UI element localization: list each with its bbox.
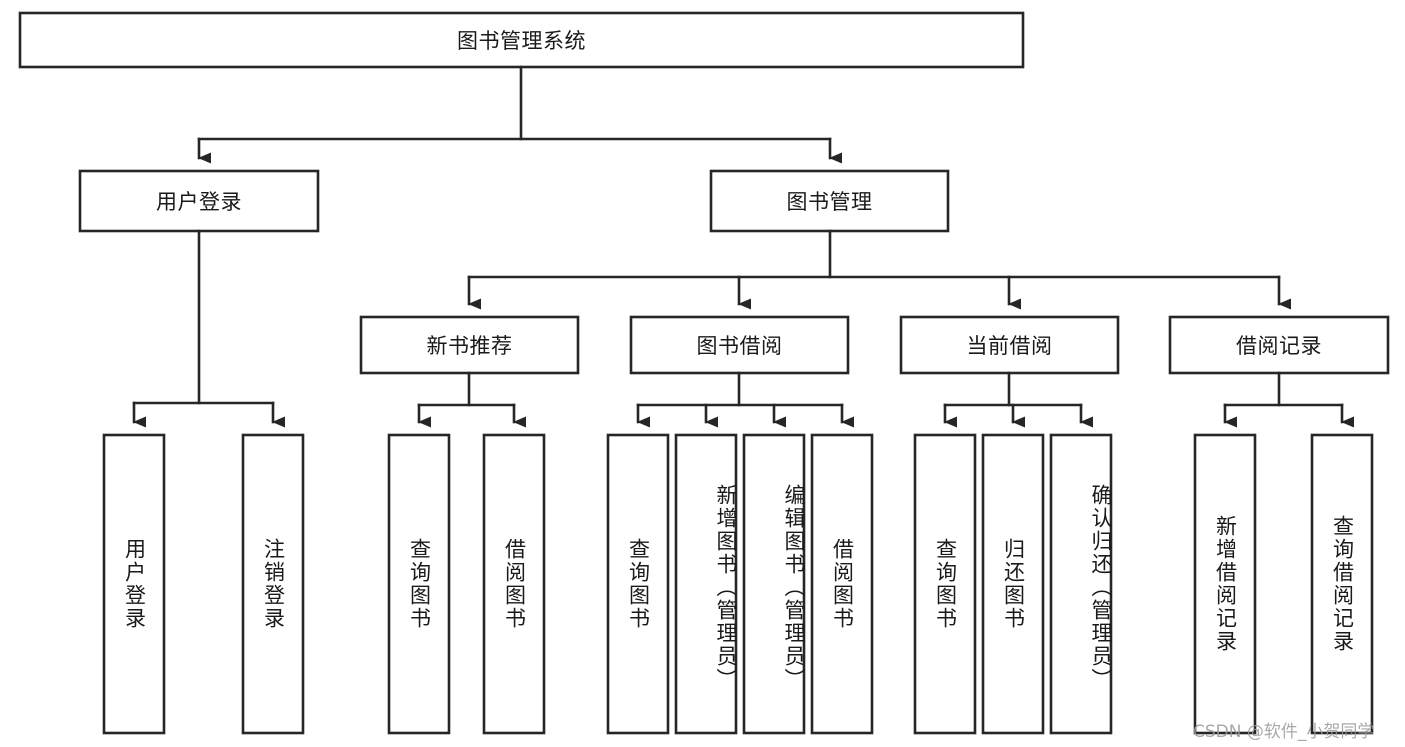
node-box-leaf-edit-book[interactable] (742, 433, 806, 735)
node-box-leaf-query-book-3[interactable] (913, 433, 977, 735)
node-box-borrow-record[interactable] (1168, 315, 1390, 375)
node-box-leaf-user-login[interactable] (102, 433, 166, 735)
node-box-book-borrow[interactable] (629, 315, 850, 375)
node-box-leaf-add-book[interactable] (674, 433, 738, 735)
node-box-root[interactable] (18, 11, 1025, 69)
node-box-leaf-borrow-book-1[interactable] (482, 433, 546, 735)
node-box-book-management[interactable] (709, 169, 950, 233)
node-box-leaf-return-book[interactable] (981, 433, 1045, 735)
node-box-leaf-confirm-return[interactable] (1049, 433, 1113, 735)
watermark-text: CSDN @软件_小贺同学 (1193, 722, 1375, 742)
node-box-leaf-query-book-2[interactable] (606, 433, 670, 735)
node-box-leaf-query-record[interactable] (1310, 433, 1374, 735)
node-box-user-login[interactable] (78, 169, 320, 233)
node-box-leaf-query-book-1[interactable] (387, 433, 451, 735)
node-box-leaf-borrow-book-2[interactable] (810, 433, 874, 735)
node-box-current-borrow[interactable] (899, 315, 1120, 375)
node-box-leaf-add-record[interactable] (1193, 433, 1257, 735)
node-box-new-book-recommend[interactable] (359, 315, 580, 375)
node-box-leaf-user-logout[interactable] (241, 433, 305, 735)
